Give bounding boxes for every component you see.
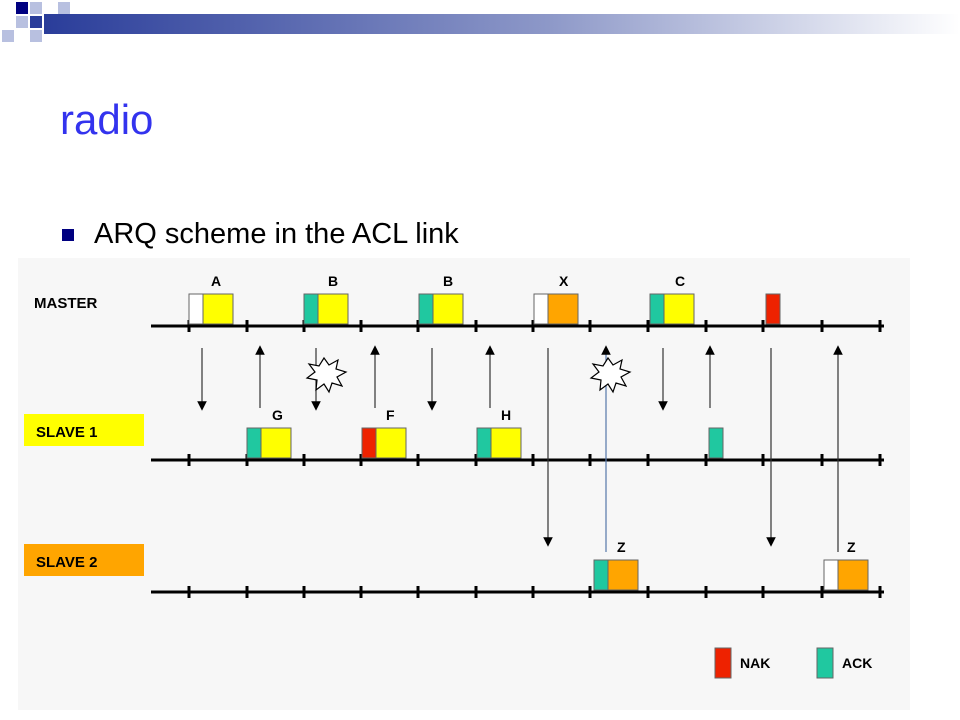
packet-label-h: H (501, 407, 511, 423)
row-label-slave2: SLAVE 2 (36, 554, 97, 571)
error-burst-icon-1 (305, 356, 348, 394)
legend-nak-swatch (714, 647, 732, 679)
deco-square-7 (58, 2, 70, 14)
master-nak-packet (765, 293, 781, 325)
packet-label-z2: Z (847, 539, 856, 555)
slide-title: radio (60, 96, 154, 143)
packet-label-a: A (211, 273, 221, 289)
slave1-ack-packet (708, 427, 724, 459)
arq-diagram-svg: MASTER SLAVE 1 SLAVE 2 (24, 273, 884, 679)
top-decoration-graphic (2, 2, 960, 42)
slave1-label-bg (24, 414, 144, 446)
bullet-text: ARQ scheme in the ACL link (94, 218, 459, 250)
master-packet-b1: B (303, 273, 349, 325)
slave2-label-bg (24, 544, 144, 576)
legend-nak-label: NAK (740, 655, 770, 671)
deco-square-5 (2, 30, 14, 42)
packet-label-z1: Z (617, 539, 626, 555)
arq-diagram: MASTER SLAVE 1 SLAVE 2 (18, 258, 910, 710)
row-label-master: MASTER (34, 295, 98, 312)
slave1-packet-g: G (246, 407, 292, 459)
deco-square-3 (16, 16, 28, 28)
top-gradient-band (44, 14, 960, 34)
slave1-packet-h: H (476, 407, 522, 459)
top-decoration-bar (0, 0, 960, 44)
bullet-item: ARQ scheme in the ACL link (62, 218, 459, 251)
packet-label-g: G (272, 407, 283, 423)
master-packet-c: C (649, 273, 695, 325)
master-packet-x: X (533, 273, 579, 325)
packet-label-b1: B (328, 273, 338, 289)
slave2-packet-z1: Z (593, 539, 639, 591)
deco-square-1 (16, 2, 28, 14)
row-label-slave1: SLAVE 1 (36, 424, 97, 441)
slave2-packet-z2: Z (823, 539, 869, 591)
error-burst-icon-2 (589, 356, 632, 394)
slave1-packet-f: F (361, 407, 407, 459)
master-packet-b2: B (418, 273, 464, 325)
master-packet-a: A (188, 273, 234, 325)
deco-square-6 (30, 30, 42, 42)
deco-square-2 (30, 2, 42, 14)
bullet-square-icon (62, 228, 74, 241)
packet-label-f: F (386, 407, 395, 423)
packet-label-x: X (559, 273, 569, 289)
packet-label-b2: B (443, 273, 453, 289)
deco-square-4 (30, 16, 42, 28)
packet-label-c: C (675, 273, 685, 289)
legend-ack-label: ACK (842, 655, 872, 671)
legend-ack-swatch (816, 647, 834, 679)
